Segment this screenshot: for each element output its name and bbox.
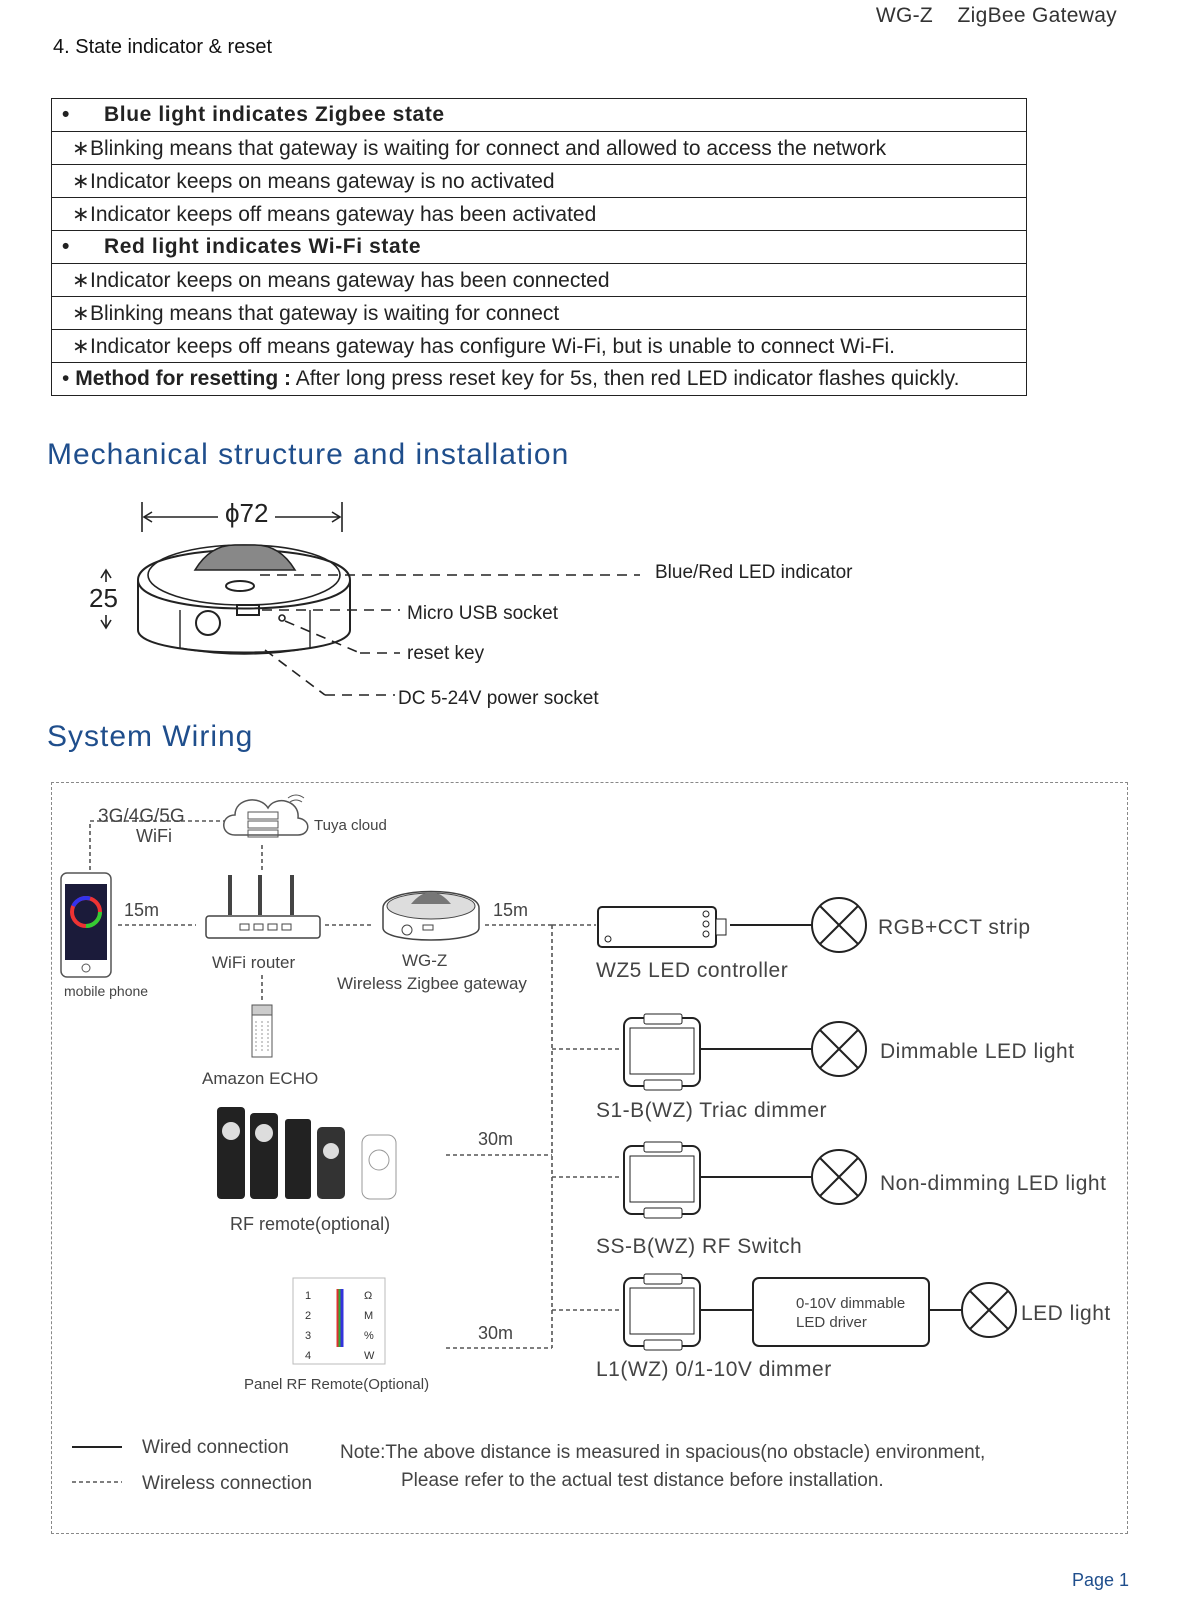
blue-item: Blinking means that gateway is waiting f…	[90, 136, 887, 160]
bullet: •	[62, 367, 70, 390]
s1b-triac-dimmer-icon	[623, 1013, 701, 1091]
rf-remote-label: RF remote(optional)	[230, 1214, 391, 1234]
star-bullet: ∗	[72, 136, 90, 160]
note-line1: Note:The above distance is measured in s…	[340, 1442, 986, 1463]
led-driver-label-line1: 0-10V dimmable	[796, 1295, 906, 1312]
usb-socket-callout: Micro USB socket	[407, 603, 558, 624]
gateway-model-label: WG-Z	[402, 951, 448, 970]
bullet: •	[62, 103, 70, 126]
table-row: • Red light indicates Wi-Fi state	[51, 230, 1027, 264]
table-row: ∗Blinking means that gateway is waiting …	[51, 131, 1027, 165]
rgb-cct-strip-label: RGB+CCT strip	[878, 916, 1031, 939]
s1b-dimmer-label: S1-B(WZ) Triac dimmer	[596, 1099, 827, 1122]
dimmable-light-label: Dimmable LED light	[880, 1040, 1075, 1063]
network-label-line2: WiFi	[136, 826, 172, 846]
page-number: Page 1	[1071, 1570, 1129, 1590]
star-bullet: ∗	[72, 301, 90, 325]
reset-label: Method for resetting :	[75, 367, 292, 390]
amazon-echo-icon	[251, 1004, 273, 1058]
cloud-icon	[223, 794, 309, 838]
gateway-description-label: Wireless Zigbee gateway	[337, 974, 527, 993]
red-item: Blinking means that gateway is waiting f…	[90, 301, 560, 325]
led-light-label: LED light	[1021, 1302, 1111, 1325]
reset-text: After long press reset key for 5s, then …	[291, 367, 960, 390]
light-bulb-icon	[811, 1021, 867, 1077]
blue-light-heading: Blue light indicates Zigbee state	[104, 103, 445, 126]
light-bulb-icon	[961, 1282, 1017, 1338]
section-title-state-indicator: 4. State indicator & reset	[53, 36, 273, 58]
system-wiring-title: System Wiring	[47, 720, 254, 753]
star-bullet: ∗	[72, 334, 90, 358]
table-row: ∗Indicator keeps off means gateway has c…	[51, 329, 1027, 363]
gateway-icon	[382, 890, 480, 941]
blue-item: Indicator keeps on means gateway is no a…	[90, 169, 555, 193]
gateway-mechanical-drawing	[100, 502, 640, 696]
table-row: ∗Indicator keeps off means gateway has b…	[51, 197, 1027, 231]
led-indicator-callout: Blue/Red LED indicator	[655, 562, 853, 583]
led-driver-label-line2: LED driver	[796, 1314, 867, 1331]
panel-left-keys: 1 2 3 4	[305, 1290, 312, 1362]
rf-remote-distance-label: 30m	[478, 1129, 514, 1149]
blue-item: Indicator keeps off means gateway has be…	[90, 202, 597, 226]
table-row: • Blue light indicates Zigbee state	[51, 98, 1027, 132]
panel-right-keys: Ω M % W	[364, 1290, 375, 1362]
wifi-router-label: WiFi router	[212, 953, 296, 972]
star-bullet: ∗	[72, 202, 90, 226]
table-row: ∗Indicator keeps on means gateway is no …	[51, 164, 1027, 198]
rf-remotes-icon	[217, 1107, 397, 1200]
legend-wireless: Wireless connection	[142, 1473, 313, 1494]
phone-distance-label: 15m	[124, 900, 160, 920]
panel-distance-label: 30m	[478, 1323, 514, 1343]
light-bulb-icon	[811, 1149, 867, 1205]
non-dimming-light-label: Non-dimming LED light	[880, 1172, 1107, 1195]
light-bulb-icon	[811, 897, 867, 953]
gateway-distance-label: 15m	[493, 900, 529, 920]
wifi-router-icon	[205, 875, 321, 939]
table-row: ∗Indicator keeps on means gateway has be…	[51, 263, 1027, 297]
led-driver-box	[752, 1277, 930, 1347]
state-indicator-table: •Blue light indicates Zigbee state ∗Blin…	[51, 98, 1027, 396]
mobile-phone-icon	[60, 872, 112, 978]
wz5-controller-label: WZ5 LED controller	[596, 959, 789, 982]
document-header: WG-Z ZigBee Gateway	[875, 4, 1117, 27]
power-socket-callout: DC 5-24V power socket	[398, 688, 599, 709]
star-bullet: ∗	[72, 169, 90, 193]
network-label-line1: 3G/4G/5G	[98, 806, 185, 827]
reset-key-callout: reset key	[407, 643, 485, 664]
mobile-phone-label: mobile phone	[64, 983, 149, 999]
legend-wired: Wired connection	[142, 1437, 289, 1458]
red-item: Indicator keeps off means gateway has co…	[90, 334, 895, 358]
ssb-rf-switch-icon	[623, 1141, 701, 1219]
l1-dimmer-label: L1(WZ) 0/1-10V dimmer	[596, 1358, 832, 1381]
note-line2: Please refer to the actual test distance…	[401, 1470, 884, 1491]
panel-rf-remote-icon	[292, 1277, 386, 1365]
ssb-switch-label: SS-B(WZ) RF Switch	[596, 1235, 803, 1258]
panel-rf-remote-label: Panel RF Remote(Optional)	[244, 1376, 430, 1393]
table-row: • Method for resetting : After long pres…	[51, 362, 1027, 396]
l1-dimmer-icon	[623, 1273, 701, 1351]
diameter-dimension: ϕ72	[225, 498, 269, 528]
wiring-diagram-frame	[51, 782, 1128, 1534]
star-bullet: ∗	[72, 268, 90, 292]
mechanical-section-title: Mechanical structure and installation	[47, 438, 570, 471]
wz5-controller-icon	[597, 906, 727, 948]
table-row: ∗Blinking means that gateway is waiting …	[51, 296, 1027, 330]
cloud-label: Tuya cloud	[314, 817, 387, 834]
amazon-echo-label: Amazon ECHO	[202, 1069, 319, 1088]
red-light-heading: Red light indicates Wi-Fi state	[104, 235, 422, 258]
red-item: Indicator keeps on means gateway has bee…	[90, 268, 610, 292]
bullet: •	[62, 235, 70, 258]
height-dimension: 25	[89, 583, 118, 613]
